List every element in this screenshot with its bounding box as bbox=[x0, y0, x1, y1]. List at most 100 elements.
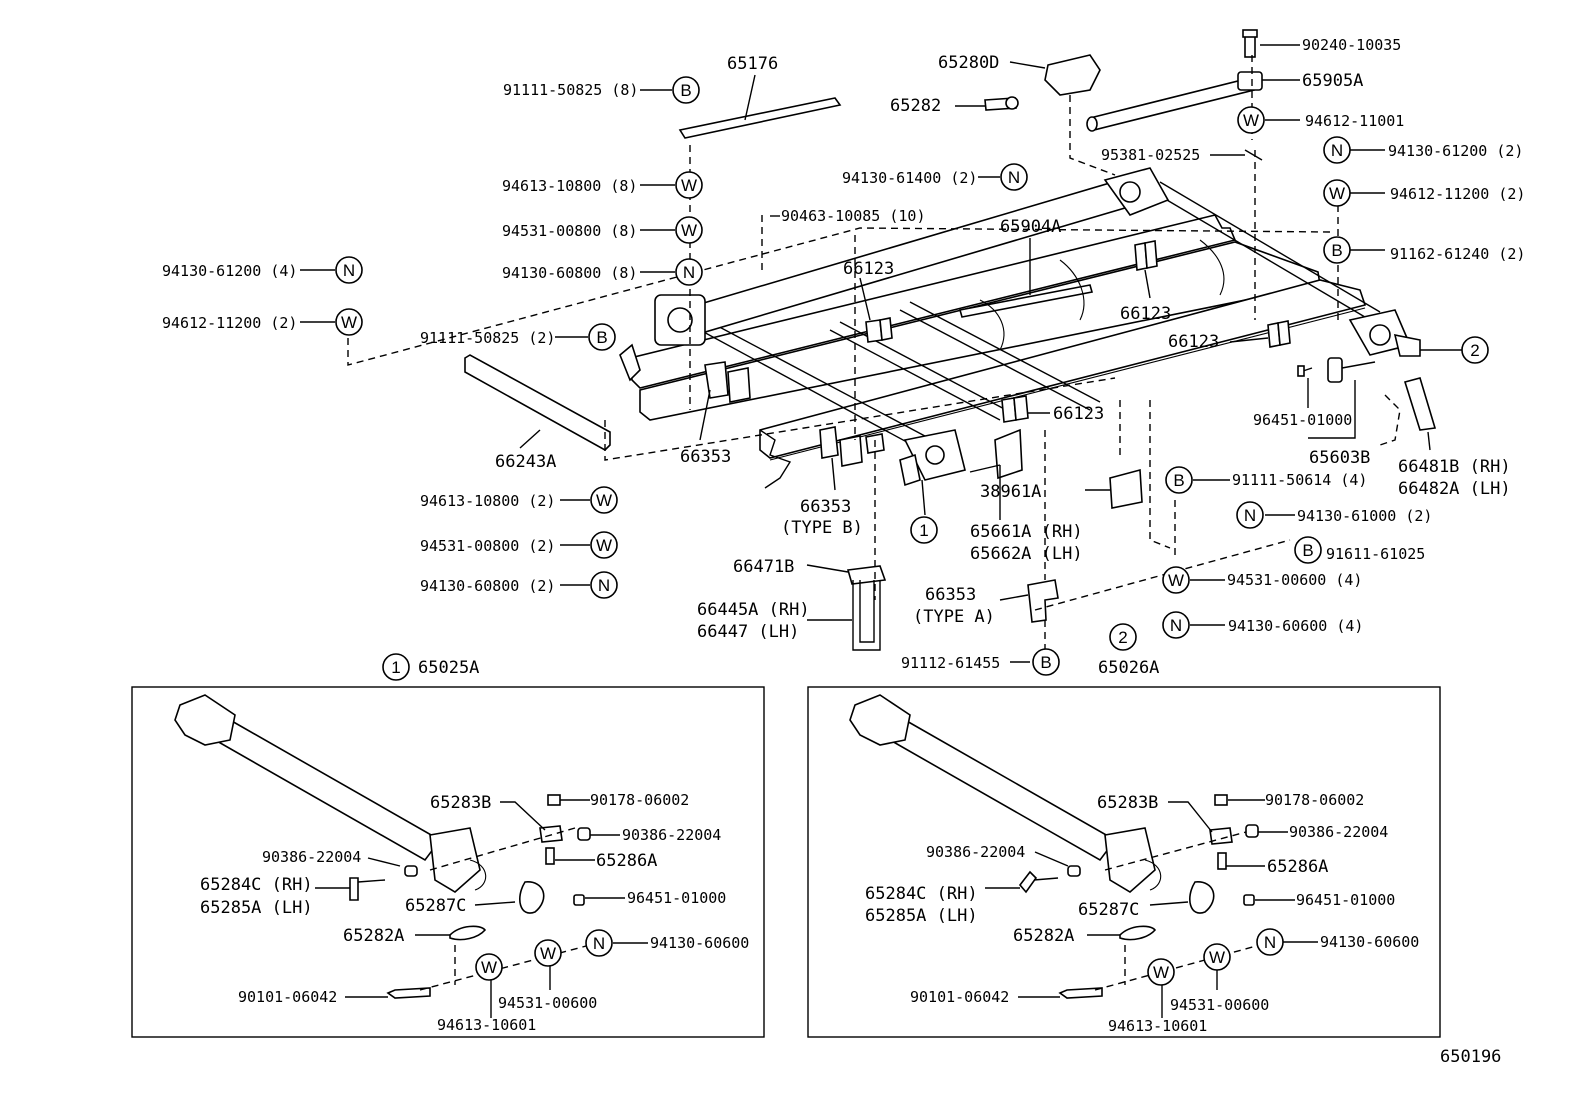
label-94130-61000: 94130-61000 (2) bbox=[1297, 507, 1432, 525]
box1-label-94531-00600: 94531-00600 bbox=[498, 994, 597, 1012]
label-66123-c: 66123 bbox=[1168, 332, 1219, 352]
label-91112-61455: 91112-61455 bbox=[901, 654, 1000, 672]
svg-text:2: 2 bbox=[1470, 341, 1479, 360]
label-66353-typeb: 66353 bbox=[800, 497, 851, 517]
svg-text:W: W bbox=[596, 491, 612, 510]
washer-symbol: W bbox=[1323, 179, 1351, 207]
label-66123-b: 66123 bbox=[1120, 304, 1171, 324]
label-94130-60800-8: 94130-60800 (8) bbox=[502, 264, 637, 282]
box2-label-94531-00600: 94531-00600 bbox=[1170, 996, 1269, 1014]
label-91162-61240: 91162-61240 (2) bbox=[1390, 245, 1525, 263]
label-66353-left: 66353 bbox=[680, 447, 731, 467]
label-66123-a: 66123 bbox=[843, 259, 894, 279]
label-91111-50614: 91111-50614 (4) bbox=[1232, 471, 1367, 489]
label-91111-50825-8: 91111-50825 (8) bbox=[503, 81, 638, 99]
nut-symbol: N bbox=[1256, 928, 1284, 956]
box2-frame bbox=[807, 686, 1441, 1038]
label-66471B: 66471B bbox=[733, 557, 794, 577]
bolt-symbol: B bbox=[588, 323, 616, 351]
relation-lines bbox=[347, 55, 1401, 650]
svg-text:W: W bbox=[596, 536, 612, 555]
ref-2-symbol: 2 bbox=[1461, 336, 1489, 364]
ref-2-symbol: 2 bbox=[1109, 623, 1137, 651]
box1-label-65284C: 65284C (RH) bbox=[200, 875, 313, 895]
bolt-symbol: B bbox=[1165, 466, 1193, 494]
washer-symbol: W bbox=[534, 939, 562, 967]
label-94612-11200-2-right: 94612-11200 (2) bbox=[1390, 185, 1525, 203]
washer-symbol: W bbox=[1147, 958, 1175, 986]
box2-label-65283B: 65283B bbox=[1097, 793, 1158, 813]
label-65282: 65282 bbox=[890, 96, 941, 116]
box2-label-90386-left: 90386-22004 bbox=[926, 843, 1025, 861]
svg-text:2: 2 bbox=[1118, 628, 1127, 647]
svg-text:N: N bbox=[1244, 506, 1256, 525]
washer-symbol: W bbox=[590, 531, 618, 559]
svg-text:W: W bbox=[1243, 111, 1259, 130]
label-94612-11001: 94612-11001 bbox=[1305, 112, 1404, 130]
svg-text:B: B bbox=[1331, 241, 1342, 260]
nut-symbol: N bbox=[1323, 136, 1351, 164]
svg-text:W: W bbox=[1168, 571, 1184, 590]
bolt-symbol: B bbox=[1032, 648, 1060, 676]
box1-label-90386-left: 90386-22004 bbox=[262, 848, 361, 866]
svg-text:W: W bbox=[1209, 948, 1225, 967]
label-66482A: 66482A (LH) bbox=[1398, 479, 1511, 499]
box1-label-94130-60600: 94130-60600 bbox=[650, 934, 749, 952]
frame-assembly-drawing bbox=[464, 29, 1437, 651]
box2-labels: 65283B 90178-06002 90386-22004 65286A 90… bbox=[865, 791, 1419, 1035]
box2-label-96451: 96451-01000 bbox=[1296, 891, 1395, 909]
label-94531-00800-8: 94531-00800 (8) bbox=[502, 222, 637, 240]
box2-label-90178: 90178-06002 bbox=[1265, 791, 1364, 809]
box2-label-65282A: 65282A bbox=[1013, 926, 1074, 946]
washer-symbol: W bbox=[335, 308, 363, 336]
svg-text:1: 1 bbox=[919, 521, 928, 540]
washer-symbol: W bbox=[475, 953, 503, 981]
box1-title: 65025A bbox=[418, 658, 479, 678]
label-94531-00800-2: 94531-00800 (2) bbox=[420, 537, 555, 555]
svg-text:W: W bbox=[1153, 963, 1169, 982]
label-38961A: 38961A bbox=[980, 482, 1041, 502]
box1-label-65285A: 65285A (LH) bbox=[200, 898, 313, 918]
nut-symbol: N bbox=[1236, 501, 1264, 529]
washer-symbol: W bbox=[675, 216, 703, 244]
label-66243A: 66243A bbox=[495, 452, 556, 472]
label-94130-60800-2: 94130-60800 (2) bbox=[420, 577, 555, 595]
svg-text:W: W bbox=[681, 221, 697, 240]
box2-label-65287C: 65287C bbox=[1078, 900, 1139, 920]
box1-label-90101: 90101-06042 bbox=[238, 988, 337, 1006]
washer-symbol: W bbox=[675, 171, 703, 199]
box1-label-65282A: 65282A bbox=[343, 926, 404, 946]
svg-text:W: W bbox=[540, 944, 556, 963]
label-91111-50825-2: 91111-50825 (2) bbox=[420, 329, 555, 347]
label-65662A: 65662A (LH) bbox=[970, 544, 1083, 564]
label-96451-01000-top: 96451-01000 bbox=[1253, 411, 1352, 429]
label-66123-d: 66123 bbox=[1053, 404, 1104, 424]
svg-text:N: N bbox=[593, 934, 605, 953]
box2-title: 65026A bbox=[1098, 658, 1159, 678]
nut-symbol: N bbox=[335, 256, 363, 284]
svg-text:N: N bbox=[1264, 933, 1276, 952]
svg-text:B: B bbox=[680, 81, 691, 100]
ref-1-symbol: 1 bbox=[910, 516, 938, 544]
footer-code: 650196 bbox=[1440, 1047, 1501, 1067]
box2-label-65284C: 65284C (RH) bbox=[865, 884, 978, 904]
label-94130-61400: 94130-61400 (2) bbox=[842, 169, 977, 187]
box2-label-65285A: 65285A (LH) bbox=[865, 906, 978, 926]
svg-text:N: N bbox=[1170, 616, 1182, 635]
top-labels: 65176 91111-50825 (8) 94613-10800 (8) 94… bbox=[162, 36, 1525, 672]
nut-symbol: N bbox=[675, 258, 703, 286]
box1-label-90178: 90178-06002 bbox=[590, 791, 689, 809]
label-66353-typea-note: (TYPE A) bbox=[913, 607, 995, 627]
svg-text:B: B bbox=[596, 328, 607, 347]
label-66353-typea: 66353 bbox=[925, 585, 976, 605]
svg-text:1: 1 bbox=[391, 658, 400, 677]
washer-symbol: W bbox=[1162, 566, 1190, 594]
box2-label-90386-right: 90386-22004 bbox=[1289, 823, 1388, 841]
label-66447: 66447 (LH) bbox=[697, 622, 799, 642]
svg-text:W: W bbox=[1329, 184, 1345, 203]
svg-text:W: W bbox=[681, 176, 697, 195]
svg-text:W: W bbox=[341, 313, 357, 332]
detail-box-2: 2 65026A bbox=[807, 623, 1441, 1038]
label-94130-60600-4: 94130-60600 (4) bbox=[1228, 617, 1363, 635]
label-66353-typeb-note: (TYPE B) bbox=[781, 518, 863, 538]
